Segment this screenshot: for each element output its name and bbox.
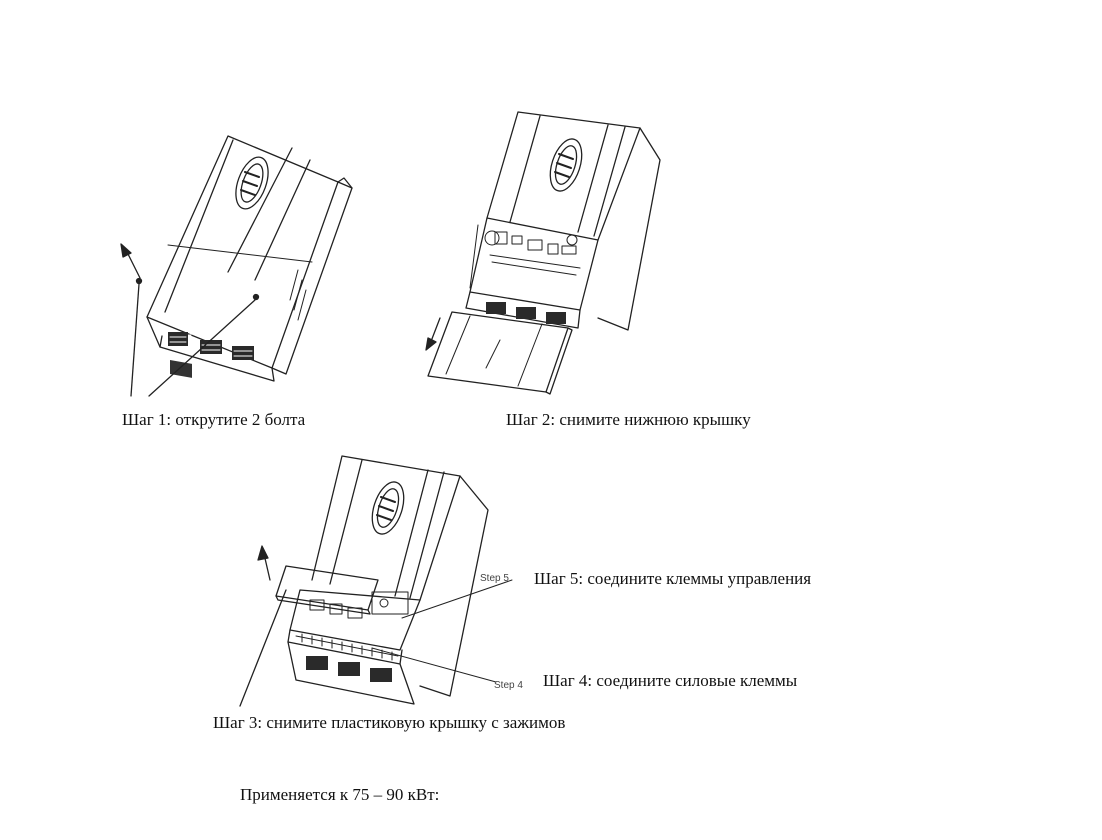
figure-step2-drive (425, 111, 661, 395)
step5-tag: Step 5 (480, 573, 509, 584)
caption-step2: Шаг 2: снимите нижнюю крышку (506, 410, 751, 429)
applies-to-note: Применяется к 75 – 90 кВт: (240, 785, 440, 804)
figure-step3-drive (239, 455, 513, 707)
figure-step1-drive (120, 135, 353, 397)
caption-step5: Шаг 5: соедините клеммы управления (534, 569, 812, 588)
caption-step4: Шаг 4: соедините силовые клеммы (543, 671, 798, 690)
caption-step1: Шаг 1: открутите 2 болта (122, 410, 306, 429)
caption-step3: Шаг 3: снимите пластиковую крышку с зажи… (213, 713, 566, 732)
step4-tag: Step 4 (494, 680, 523, 691)
